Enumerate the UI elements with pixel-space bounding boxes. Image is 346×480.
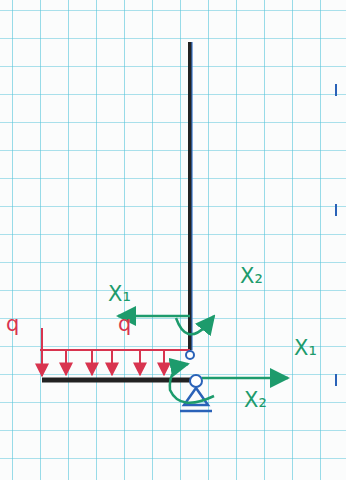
load-symbol: q: [6, 314, 19, 335]
margin-ticks: [335, 84, 337, 386]
force-label: X₁: [108, 284, 131, 305]
force-label: X₁: [294, 338, 317, 359]
column-outline: [191, 42, 192, 350]
moment-label: X₂: [244, 390, 267, 411]
beam: [42, 378, 190, 383]
load-symbol: q: [118, 314, 131, 335]
moment-label: X₂: [240, 266, 263, 287]
distributed-load: [40, 328, 190, 376]
hinge: [186, 351, 194, 359]
hinge: [190, 375, 202, 387]
column: [188, 42, 192, 350]
